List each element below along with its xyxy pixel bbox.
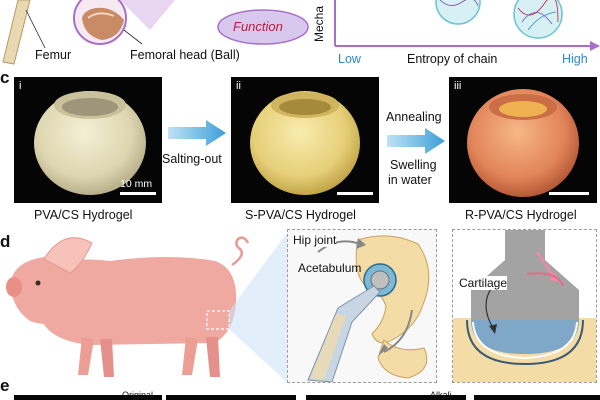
scale-bar: [337, 192, 373, 195]
photo-index-ii: ii: [236, 80, 241, 92]
caption-r-pva-cs: R-PVA/CS Hydrogel: [465, 208, 577, 222]
arrow-annealing: [387, 128, 445, 154]
photo-index-i: i: [19, 80, 22, 92]
photo-index-iii: iii: [454, 80, 462, 92]
scale-bar-label: 10 mm: [120, 178, 153, 190]
salting-out-label: Salting-out: [162, 152, 222, 166]
femur-label: Femur: [35, 48, 72, 62]
annealing-label: Annealing: [386, 110, 442, 124]
caption-s-pva-cs: S-PVA/CS Hydrogel: [245, 208, 356, 222]
y-axis-label: Mecha: [312, 5, 326, 42]
hip-joint-label: Hip joint: [293, 233, 337, 247]
panel-e-photo-3: [306, 395, 466, 400]
panel-e-photo-1: [14, 395, 162, 400]
acetabulum-label: Acetabulum: [298, 261, 362, 275]
photo-r-pva-cs: iii: [449, 77, 597, 203]
panel-e-photo-4: [474, 395, 600, 400]
swelling-label: Swelling: [390, 158, 437, 172]
scale-bar: [549, 192, 589, 195]
photo-pva-cs: i 10 mm: [14, 77, 162, 203]
hydrogel-ball-white: [34, 91, 146, 195]
femoral-head-label: Femoral head (Ball): [130, 48, 240, 62]
hip-joint-illustration: [307, 235, 430, 383]
pig-illustration: [6, 229, 290, 385]
panel-e-photo-2: [166, 395, 296, 400]
original-label: Original: [122, 390, 154, 400]
cartilage-box: Cartilage: [452, 229, 597, 383]
network-circle-high: [513, 0, 563, 39]
network-circle-low: [435, 0, 481, 25]
function-ellipse: [217, 9, 309, 45]
photo-s-pva-cs: ii: [231, 77, 379, 203]
panel-b-graphics: [2, 0, 600, 65]
x-axis-low: Low: [338, 52, 361, 66]
caption-pva-cs: PVA/CS Hydrogel: [34, 208, 133, 222]
x-axis-high: High: [562, 52, 588, 66]
hip-joint-box: Hip joint Acetabulum: [287, 229, 437, 383]
hydrogel-ball-yellow: [250, 91, 360, 195]
panel-c-letter: c: [0, 68, 10, 87]
cartilage-illustration: [453, 230, 596, 382]
in-water-label: in water: [388, 173, 432, 187]
cartilage-label: Cartilage: [459, 276, 508, 290]
panel-d-letter: d: [0, 232, 11, 251]
alkali-label: Alkali: [430, 390, 452, 400]
arrow-salting-out: [168, 120, 226, 146]
scale-bar: [120, 192, 156, 195]
panel-e-letter: e: [0, 376, 10, 395]
femur-bone: [2, 0, 31, 65]
function-label: Function: [233, 19, 283, 34]
x-axis-title: Entropy of chain: [407, 52, 498, 66]
hydrogel-ball-orange: [467, 89, 579, 197]
